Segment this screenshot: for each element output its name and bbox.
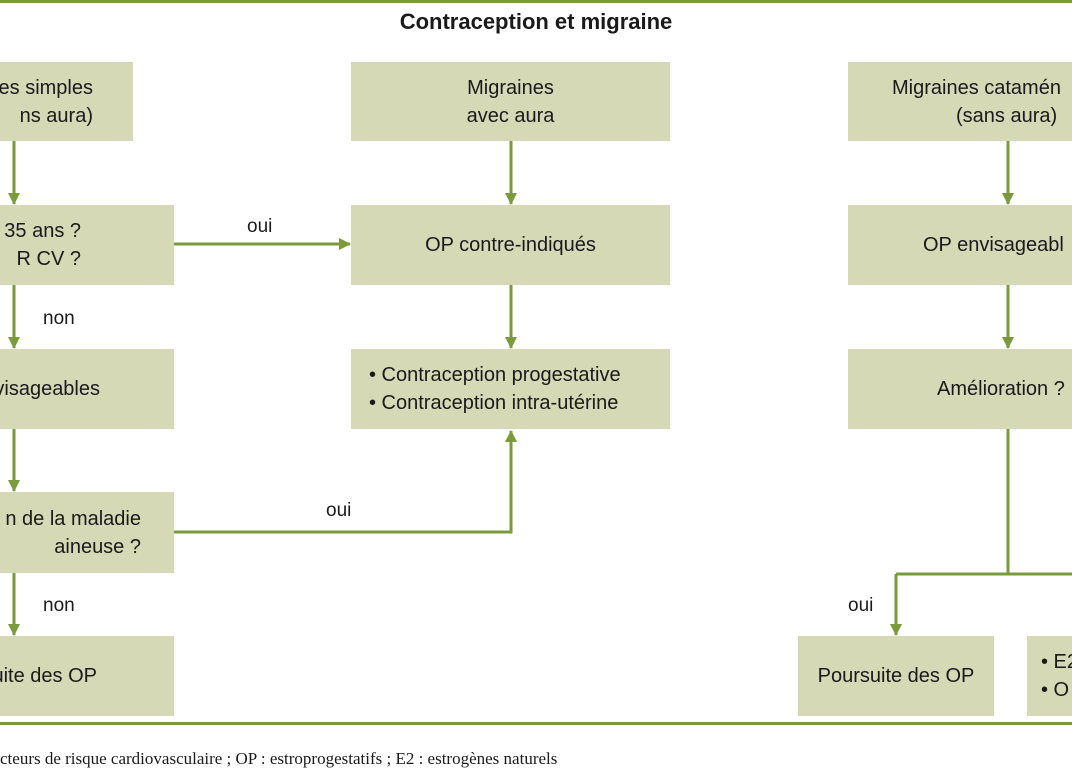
arrow-b4-m3 [174, 430, 517, 534]
box-poursuite-op-right: Poursuite des OP [798, 636, 994, 716]
bottom-rule [0, 722, 1072, 725]
box-alternatives-right: • E2 • O [1027, 636, 1072, 716]
box-op-envisageables: visageables [0, 349, 174, 429]
label-oui-age: oui [247, 216, 273, 237]
box-contraception-alternatives: • Contraception progestative • Contracep… [351, 349, 670, 429]
label-non-aggravation: non [43, 595, 75, 616]
box-poursuite-op-left: uite des OP [0, 636, 174, 716]
label-non-age: non [43, 308, 75, 329]
box-aggravation-maladie: n de la maladie aineuse ? [0, 492, 174, 573]
diagram-title: Contraception et migraine [399, 9, 673, 34]
box-op-contre-indiques: OP contre-indiqués [351, 205, 670, 285]
box-op-envisageables-right: OP envisageabl [848, 205, 1072, 285]
box-age-risque-cv: 35 ans ? R CV ? [0, 205, 174, 285]
label-oui-amelioration: oui [848, 595, 874, 616]
box-migraines-avec-aura: Migraines avec aura [351, 62, 670, 141]
top-rule [0, 0, 1072, 3]
label-oui-aggravation: oui [326, 500, 352, 521]
box-migraines-simples: es simples ns aura) [0, 62, 133, 141]
box-migraines-catameniales: Migraines catamén (sans aura) [848, 62, 1072, 141]
footnote: cteurs de risque cardiovasculaire ; OP :… [0, 749, 558, 768]
box-amelioration: Amélioration ? [848, 349, 1072, 429]
